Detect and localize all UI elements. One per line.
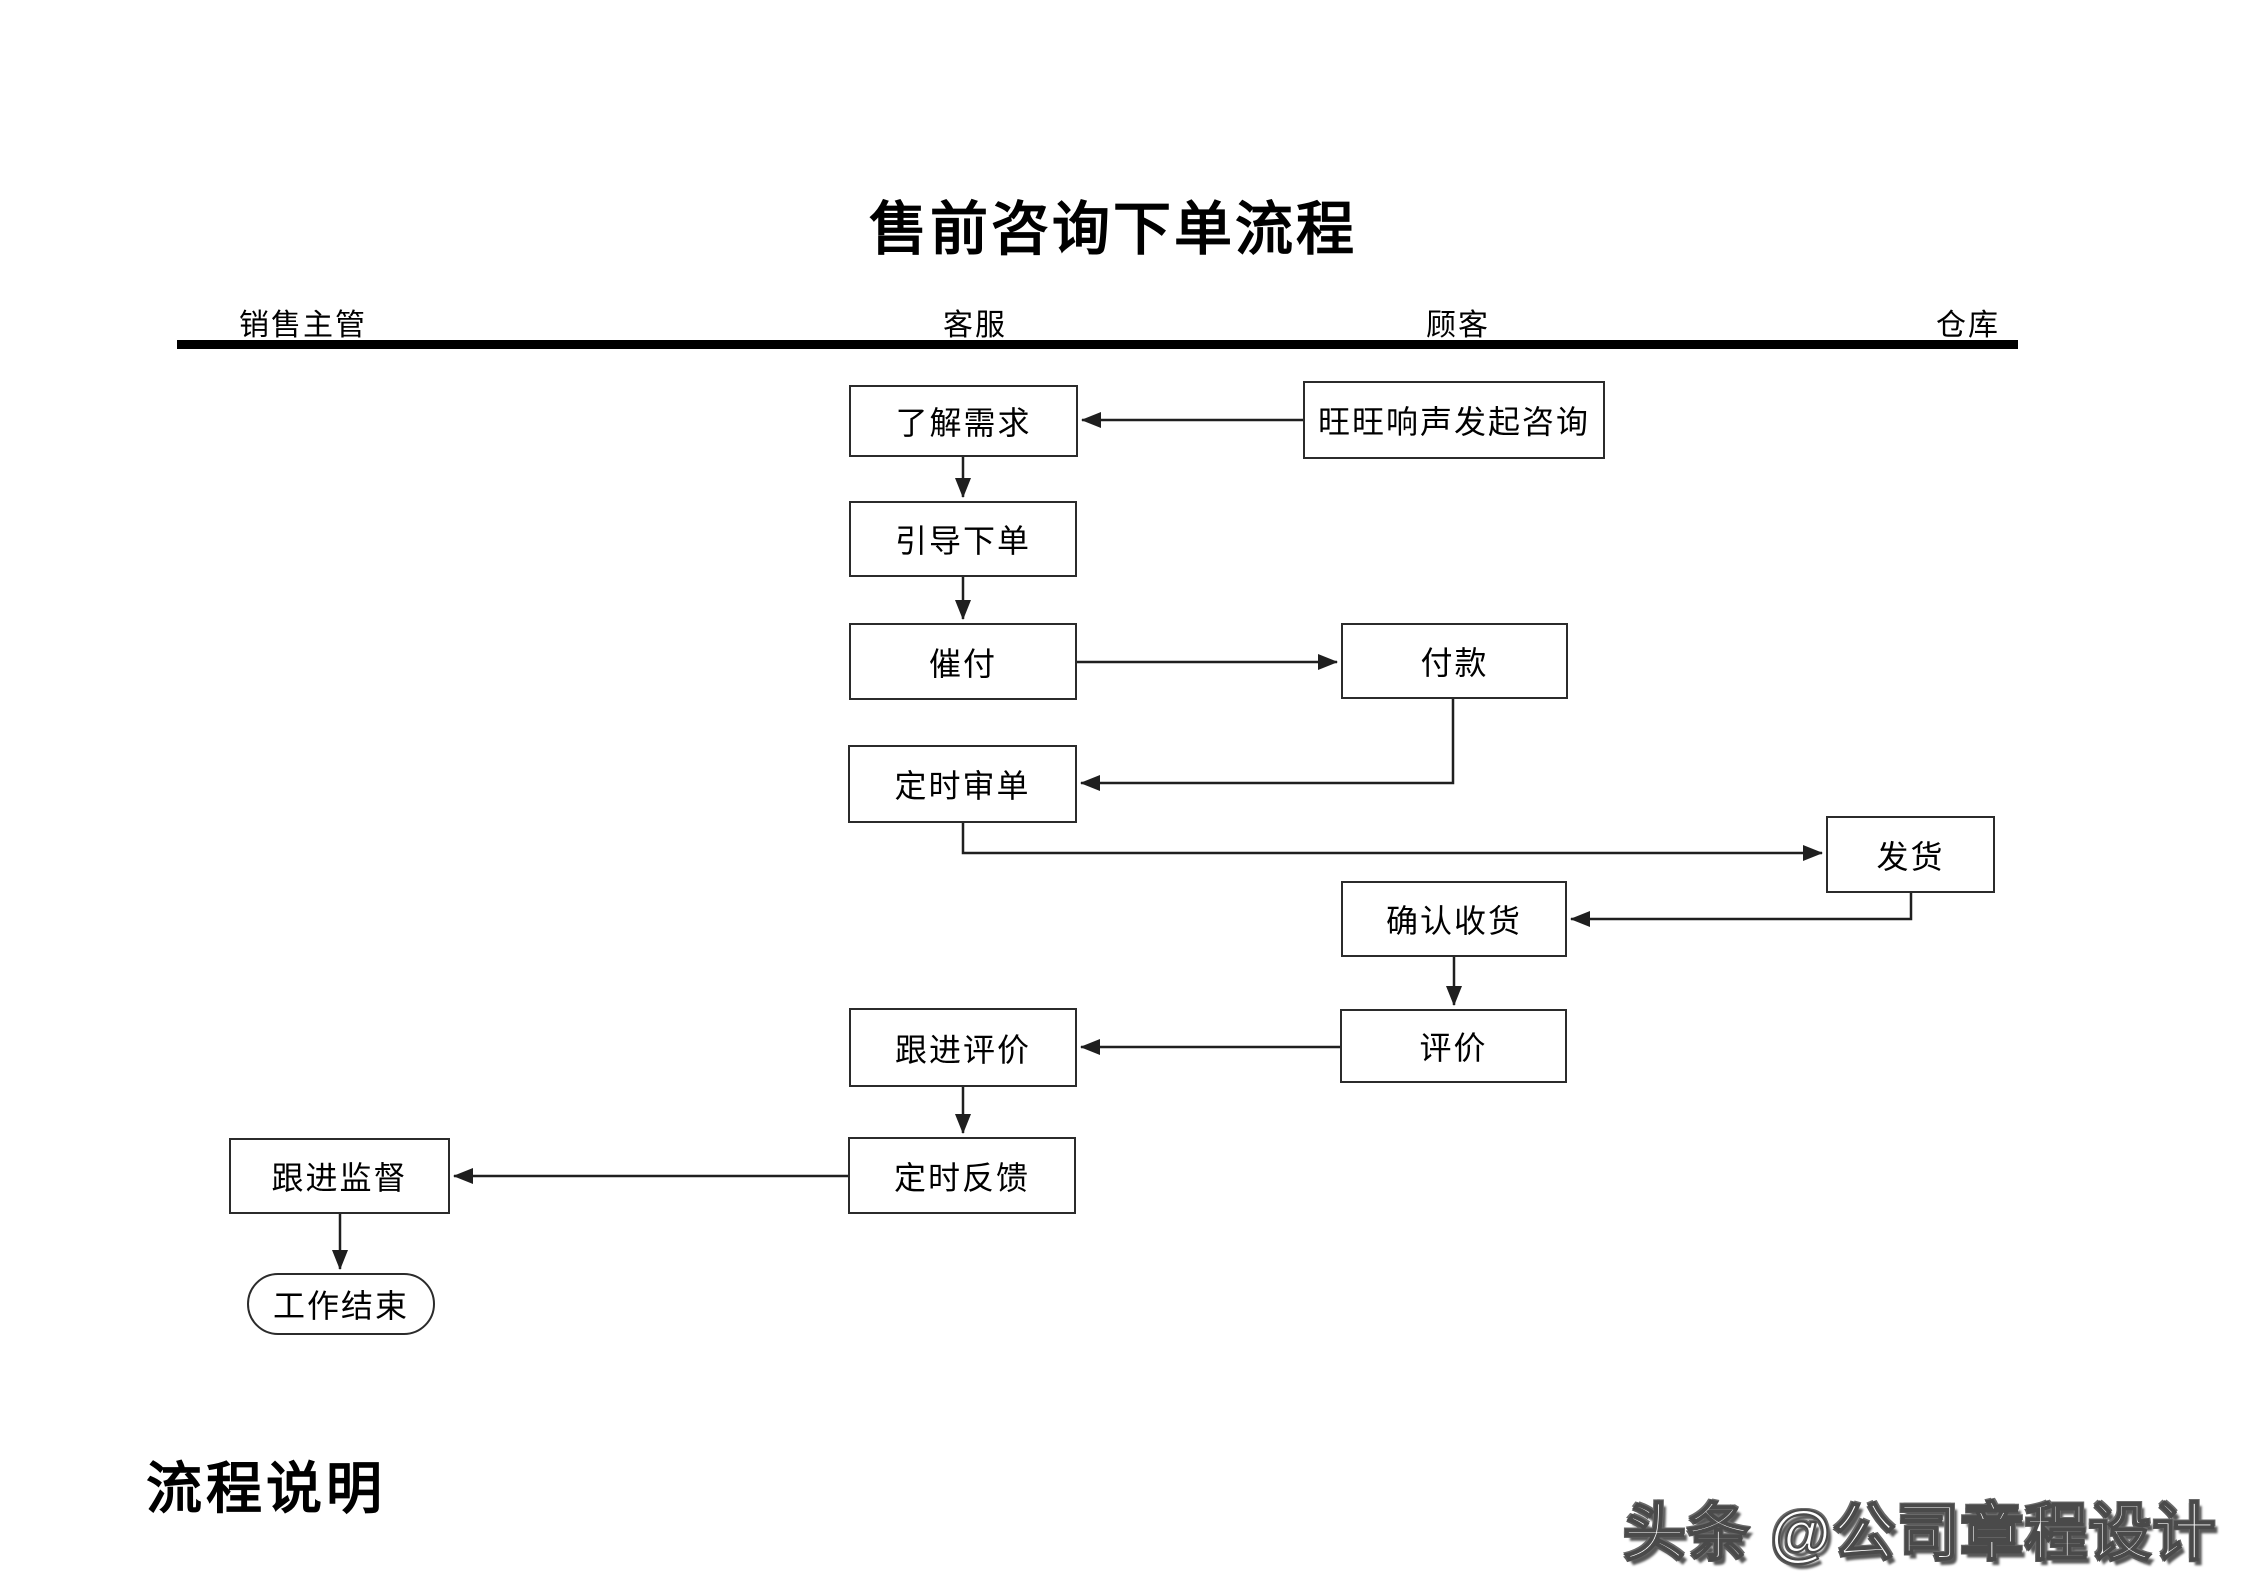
process-description-heading: 流程说明 [146, 1459, 386, 1521]
edge-review-order-to-ship [961, 823, 1823, 861]
node-confirm-receipt: 确认收货 [1341, 881, 1567, 957]
node-understand-needs: 了解需求 [849, 385, 1078, 457]
node-follow-up-review: 跟进评价 [849, 1008, 1077, 1087]
lane-label-customer-service: 客服 [943, 309, 1007, 342]
node-scheduled-order-review: 定时审单 [848, 745, 1077, 823]
edge-payment-to-review-order [1080, 699, 1455, 791]
node-guide-order: 引导下单 [849, 501, 1077, 577]
node-ship-goods: 发货 [1826, 816, 1995, 893]
node-scheduled-feedback: 定时反馈 [848, 1137, 1076, 1214]
node-wangwang-inquiry: 旺旺响声发起咨询 [1303, 381, 1605, 459]
lane-separator-line [177, 340, 2018, 349]
page-title: 售前咨询下单流程 [868, 197, 1358, 262]
node-urge-payment: 催付 [849, 623, 1077, 700]
edge-ship-to-confirm [1570, 893, 1913, 927]
node-payment: 付款 [1341, 623, 1568, 699]
node-review: 评价 [1340, 1009, 1567, 1083]
node-follow-up-supervision: 跟进监督 [229, 1138, 450, 1214]
node-work-end: 工作结束 [247, 1273, 435, 1335]
lane-label-customer: 顾客 [1426, 309, 1490, 342]
toutiao-watermark: 头条 @公司章程设计 [1622, 1498, 2217, 1569]
lane-label-sales-supervisor: 销售主管 [239, 309, 367, 342]
lane-label-warehouse: 仓库 [1936, 309, 2000, 342]
